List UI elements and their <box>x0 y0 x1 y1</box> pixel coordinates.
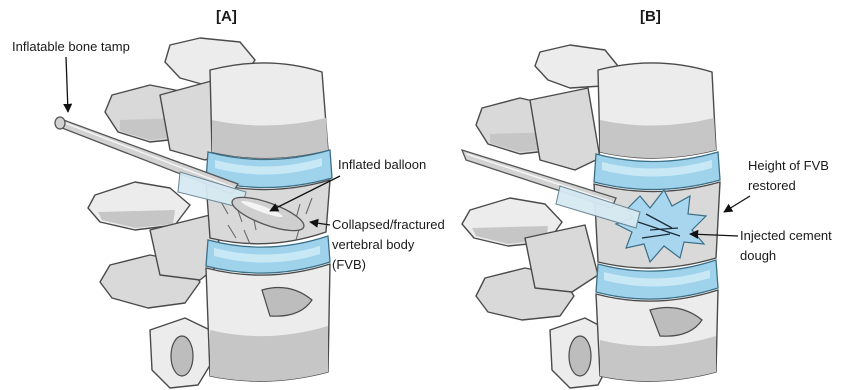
panel-a: [A] <box>12 8 445 388</box>
panel-b: [B] <box>462 8 832 388</box>
label-fvb-line1: Collapsed/fractured <box>332 217 445 232</box>
panel-b-facet-oval <box>569 336 591 376</box>
label-cement-line1: Injected cement <box>740 228 832 243</box>
label-height-line2: restored <box>748 178 796 193</box>
label-cement-line2: dough <box>740 248 776 263</box>
label-inflated-balloon: Inflated balloon <box>338 157 426 172</box>
label-height-line1: Height of FVB <box>748 158 829 173</box>
panel-b-vertebral-column <box>594 63 720 381</box>
label-fvb-line2: vertebral body <box>332 237 415 252</box>
panel-b-label: [B] <box>640 8 661 25</box>
panel-a-label: [A] <box>216 8 237 25</box>
panel-a-facet-oval <box>171 336 193 376</box>
arrow-bone-tamp <box>66 57 68 112</box>
label-inflatable-bone-tamp: Inflatable bone tamp <box>12 39 130 54</box>
panel-b-posterior-elements <box>462 45 618 388</box>
label-fvb-line3: (FVB) <box>332 257 366 272</box>
arrow-height-restored <box>724 196 750 212</box>
